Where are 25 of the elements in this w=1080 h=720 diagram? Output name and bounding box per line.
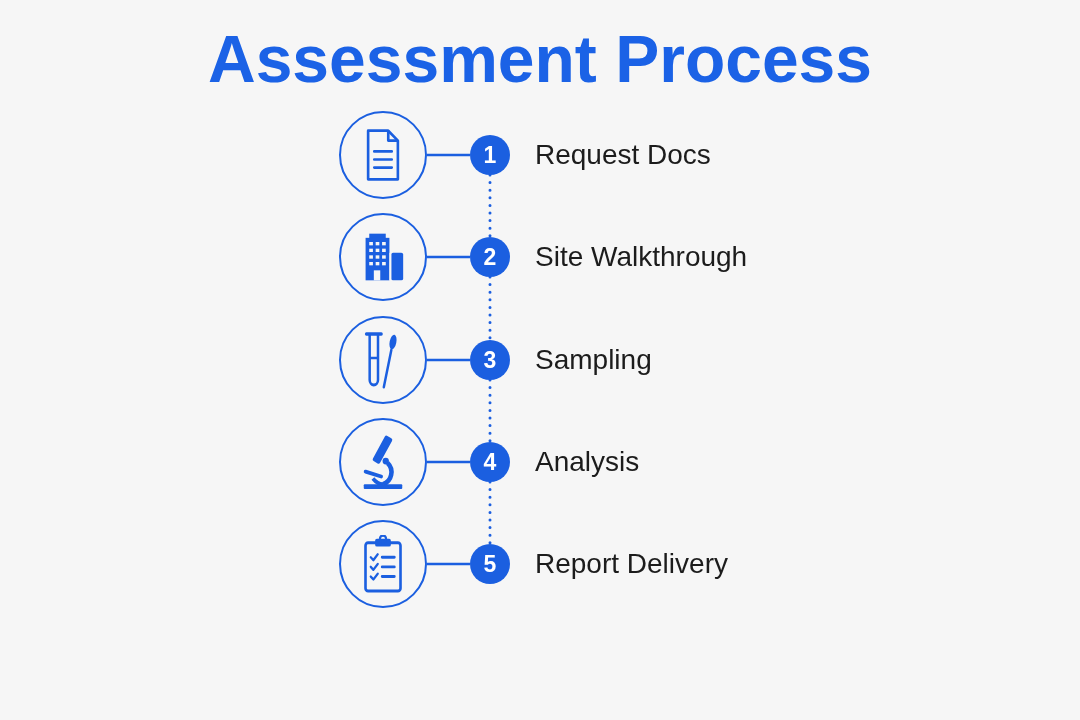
step-number: 1: [483, 143, 497, 167]
step-label: Request Docs: [535, 139, 711, 171]
step-number: 2: [483, 245, 497, 269]
step-label: Sampling: [535, 344, 652, 376]
step-number: 3: [483, 348, 497, 372]
icon-circle: [339, 418, 427, 506]
dotted-line: [488, 173, 492, 239]
icon-circle: [339, 316, 427, 404]
connector-line: [427, 358, 470, 362]
step-number: 4: [483, 450, 497, 474]
icon-circle: [339, 213, 427, 301]
step-number: 5: [483, 552, 497, 576]
connector-line: [427, 255, 470, 259]
title: Assessment Process: [207, 26, 873, 92]
step-label: Site Walkthrough: [535, 241, 748, 273]
dotted-line: [488, 378, 492, 444]
icon-circle: [339, 111, 427, 199]
step-label: Analysis: [535, 446, 640, 478]
step-label: Report Delivery: [535, 548, 728, 580]
icon-circle: [339, 520, 427, 608]
connector-line: [427, 460, 470, 464]
connector-line: [427, 153, 470, 157]
dotted-line: [488, 480, 492, 546]
connector-line: [427, 562, 470, 566]
dotted-line: [488, 275, 492, 342]
